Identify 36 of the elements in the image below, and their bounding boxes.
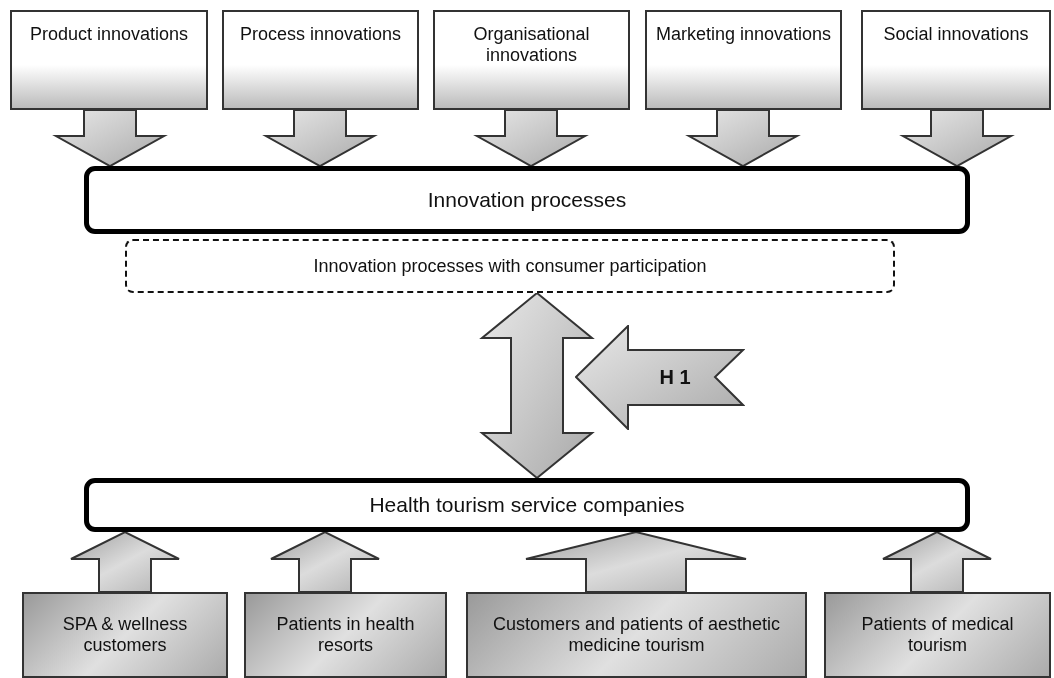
box-label: Social innovations [883, 24, 1029, 45]
box-label: SPA & wellness customers [61, 614, 189, 656]
box-label: Product innovations [29, 24, 189, 45]
block-arrow [473, 109, 589, 168]
innovation-type-box [10, 10, 208, 110]
box-label: Patients in health resorts [275, 614, 416, 656]
block-arrow [479, 291, 595, 480]
block-arrow [525, 530, 747, 593]
box-label: Patients of medical tourism [860, 614, 1015, 656]
box-label: Customers and patients of aesthetic medicine tourism [491, 614, 782, 656]
box-label: Innovation processes [427, 188, 627, 212]
hypothesis-label: H 1 [659, 366, 691, 389]
block-arrow [270, 530, 380, 593]
box-label: Health tourism service companies [369, 493, 685, 517]
stage-box [84, 166, 970, 234]
hypothesis-arrow [575, 325, 745, 430]
block-arrow [899, 109, 1015, 168]
innovation-type-box [645, 10, 842, 110]
block-arrow [685, 109, 801, 168]
customer-group-box [466, 592, 807, 678]
block-arrow [52, 109, 168, 168]
block-arrow [262, 109, 378, 168]
customer-group-box [22, 592, 228, 678]
customer-group-box [824, 592, 1051, 678]
block-arrow [70, 530, 180, 593]
box-label: Process innovations [239, 24, 402, 45]
stage-box [84, 478, 970, 532]
box-label: Organisational innovations [472, 24, 591, 66]
block-arrow [882, 530, 992, 593]
customer-group-box [244, 592, 447, 678]
innovation-type-box [222, 10, 419, 110]
box-label: Marketing innovations [655, 24, 832, 45]
innovation-type-box [433, 10, 630, 110]
dashed-box [125, 239, 895, 293]
box-label: Innovation processes with consumer participation [313, 255, 707, 277]
innovation-type-box [861, 10, 1051, 110]
